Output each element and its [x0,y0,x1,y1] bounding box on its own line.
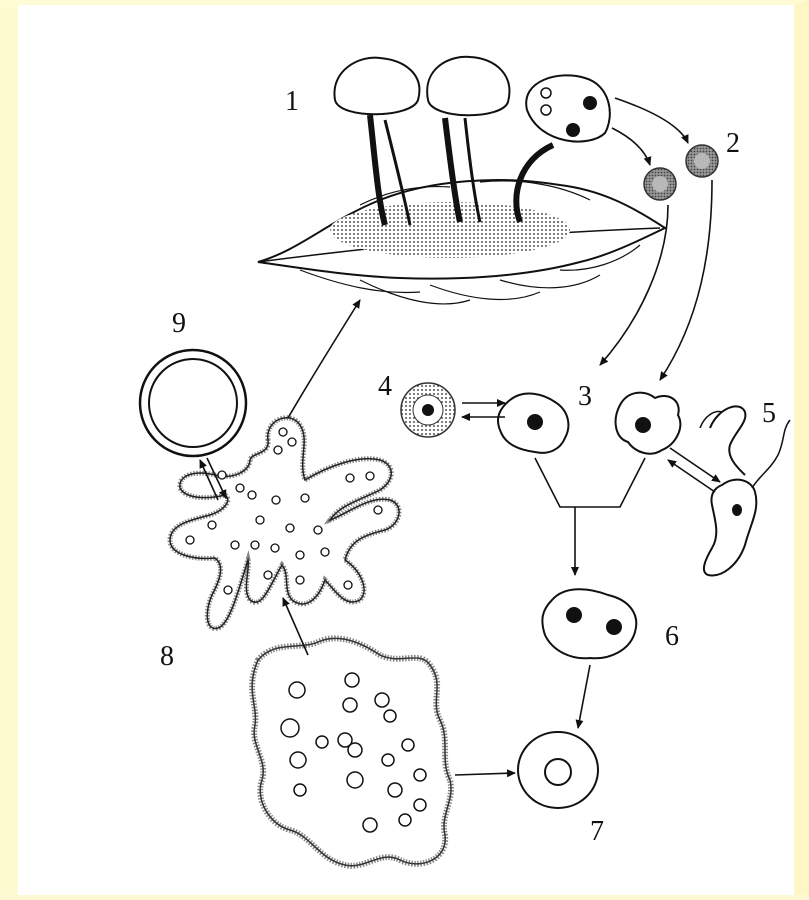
label-6: 6 [665,621,679,652]
zygote [542,589,636,658]
label-7: 7 [590,816,604,847]
leaf-with-sporangia [258,57,665,304]
spores [644,145,718,200]
arrow-zygote-to-young [578,665,590,728]
arrow-swarm-to-amoeba [668,460,715,492]
sporangium-1 [334,58,419,115]
young-plasmodium [518,732,598,808]
label-8: 8 [160,641,174,672]
mature-plasmodium [252,638,451,865]
arrow-plasmodium-to-young [455,773,515,775]
swarm-cell-1 [710,406,745,475]
arrow-branching-to-leaf [288,300,360,418]
sporangium-2 [427,57,509,115]
microcyst [401,383,455,437]
diagram-panel: 1 2 3 4 5 6 7 8 9 [18,5,794,895]
arrow-sporangium-to-spore-b [612,128,650,165]
plasmodium-patch [330,202,570,258]
life-cycle-diagram: 1 2 3 4 5 6 7 8 9 [18,5,794,895]
sclerotium [140,350,246,456]
label-5: 5 [762,398,776,429]
label-4: 4 [378,371,392,402]
label-9: 9 [172,308,186,339]
swarm-cell-2 [704,480,756,576]
label-1: 1 [285,86,299,117]
arrow-amoeba-to-swarm [670,448,720,482]
label-2: 2 [726,128,740,159]
fusion-bracket [535,458,645,507]
label-3: 3 [578,381,592,412]
